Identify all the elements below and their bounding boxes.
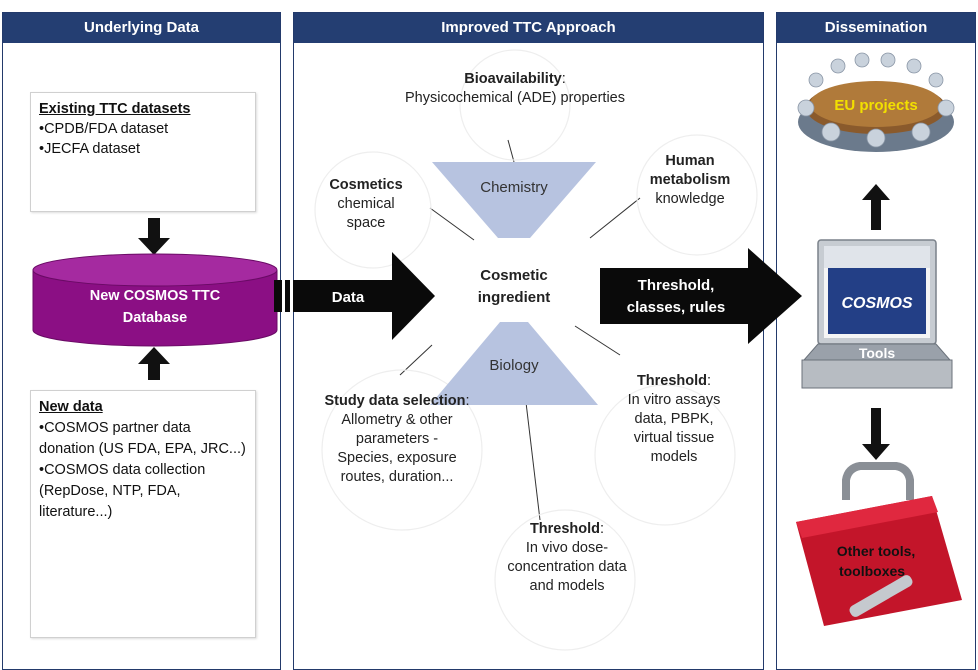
- new-data-item: •COSMOS data collection (RepDose, NTP, F…: [39, 462, 206, 520]
- existing-datasets-note: Existing TTC datasets •CPDB/FDA dataset …: [30, 92, 256, 212]
- threshold-vitro-title: Threshold: [636, 373, 708, 389]
- human-title-1: Human: [665, 153, 715, 169]
- existing-item: •JECFA dataset: [39, 141, 140, 157]
- new-data-title: New data: [39, 399, 103, 415]
- new-data-note: New data •COSMOS partner data donation (…: [30, 390, 256, 638]
- other-tools-label-2: toolboxes: [839, 563, 905, 579]
- threshold-vitro-line: virtual tissue: [633, 430, 715, 446]
- study-line: parameters -: [355, 431, 439, 447]
- existing-item: •CPDB/FDA dataset: [39, 121, 169, 137]
- laptop-icon: [801, 239, 953, 389]
- database-label-2: Database: [123, 310, 187, 326]
- data-arrow: [274, 252, 435, 340]
- hourglass-bottom-label: Biology: [489, 357, 539, 374]
- bioavailability-title: Bioavailability: [464, 71, 562, 87]
- up-arrow-right: [862, 184, 890, 230]
- study-line: routes, duration...: [340, 469, 454, 485]
- hourglass-bottom: [430, 322, 598, 405]
- meeting-table-icon: [797, 52, 955, 152]
- threshold-vivo-title: Threshold: [529, 521, 601, 537]
- existing-datasets-title: Existing TTC datasets: [39, 101, 191, 117]
- cosmetics-desc-2: space: [346, 215, 386, 231]
- other-tools-label-1: Other tools,: [837, 543, 916, 559]
- down-arrow-right: [862, 408, 890, 460]
- hourglass-middle-label-2: ingredient: [478, 289, 551, 306]
- threshold-vivo-line: and models: [529, 578, 605, 594]
- human-title-2: metabolism: [649, 172, 731, 188]
- left-graphics: New COSMOS TTC Database: [32, 218, 278, 380]
- eu-projects-label: EU projects: [834, 97, 917, 114]
- cosmos-label: COSMOS: [841, 295, 912, 312]
- threshold-vivo-label: Threshold: In vivo dose- concentration d…: [482, 520, 652, 596]
- study-title: Study data selection: [324, 393, 466, 409]
- threshold-vitro-line: models: [650, 449, 698, 465]
- database-cylinder-icon: [32, 253, 278, 347]
- human-metabolism-label: Human metabolism knowledge: [630, 152, 750, 209]
- output-arrow-label-1: Threshold,: [638, 277, 715, 294]
- hourglass-middle-label-1: Cosmetic: [480, 267, 548, 284]
- bioavailability-label: Bioavailability: Physicochemical (ADE) p…: [325, 70, 705, 108]
- threshold-vitro-line: data, PBPK,: [634, 411, 714, 427]
- dissemination-graphics: EU projects COSMOS Tools Other tools, to…: [796, 52, 962, 626]
- database-label-1: New COSMOS TTC: [90, 288, 221, 304]
- threshold-vivo-line: In vivo dose-: [525, 540, 609, 556]
- cosmetics-title: Cosmetics: [329, 177, 403, 193]
- tools-label: Tools: [859, 345, 896, 361]
- hourglass-top-label: Chemistry: [480, 179, 548, 196]
- data-arrow-label: Data: [332, 289, 365, 306]
- panel-title-dissemination: Dissemination: [777, 13, 975, 43]
- bioavailability-desc: Physicochemical (ADE) properties: [405, 90, 625, 106]
- panel-title-underlying-data: Underlying Data: [3, 13, 280, 43]
- output-arrow-label-2: classes, rules: [627, 299, 725, 316]
- faint-circles: [314, 49, 758, 651]
- hourglass-top: [432, 162, 596, 238]
- up-arrow: [138, 347, 170, 380]
- study-line: Allometry & other: [341, 412, 453, 428]
- down-arrow: [138, 218, 170, 255]
- threshold-vivo-line: concentration data: [507, 559, 627, 575]
- study-line: Species, exposure: [337, 450, 457, 466]
- cosmetics-desc-1: chemical: [337, 196, 395, 212]
- output-arrow: [600, 248, 802, 344]
- human-desc: knowledge: [655, 191, 725, 207]
- cosmetics-label: Cosmetics chemical space: [310, 176, 422, 233]
- new-data-item: •COSMOS partner data donation (US FDA, E…: [39, 420, 246, 457]
- threshold-vitro-label: Threshold: In vitro assays data, PBPK, v…: [604, 372, 744, 467]
- panel-improved-ttc: Improved TTC Approach: [293, 12, 764, 670]
- threshold-vitro-line: In vitro assays: [627, 392, 721, 408]
- toolbox-icon: [796, 462, 962, 626]
- study-data-label: Study data selection: Allometry & other …: [300, 392, 494, 487]
- panel-title-improved-ttc: Improved TTC Approach: [294, 13, 763, 43]
